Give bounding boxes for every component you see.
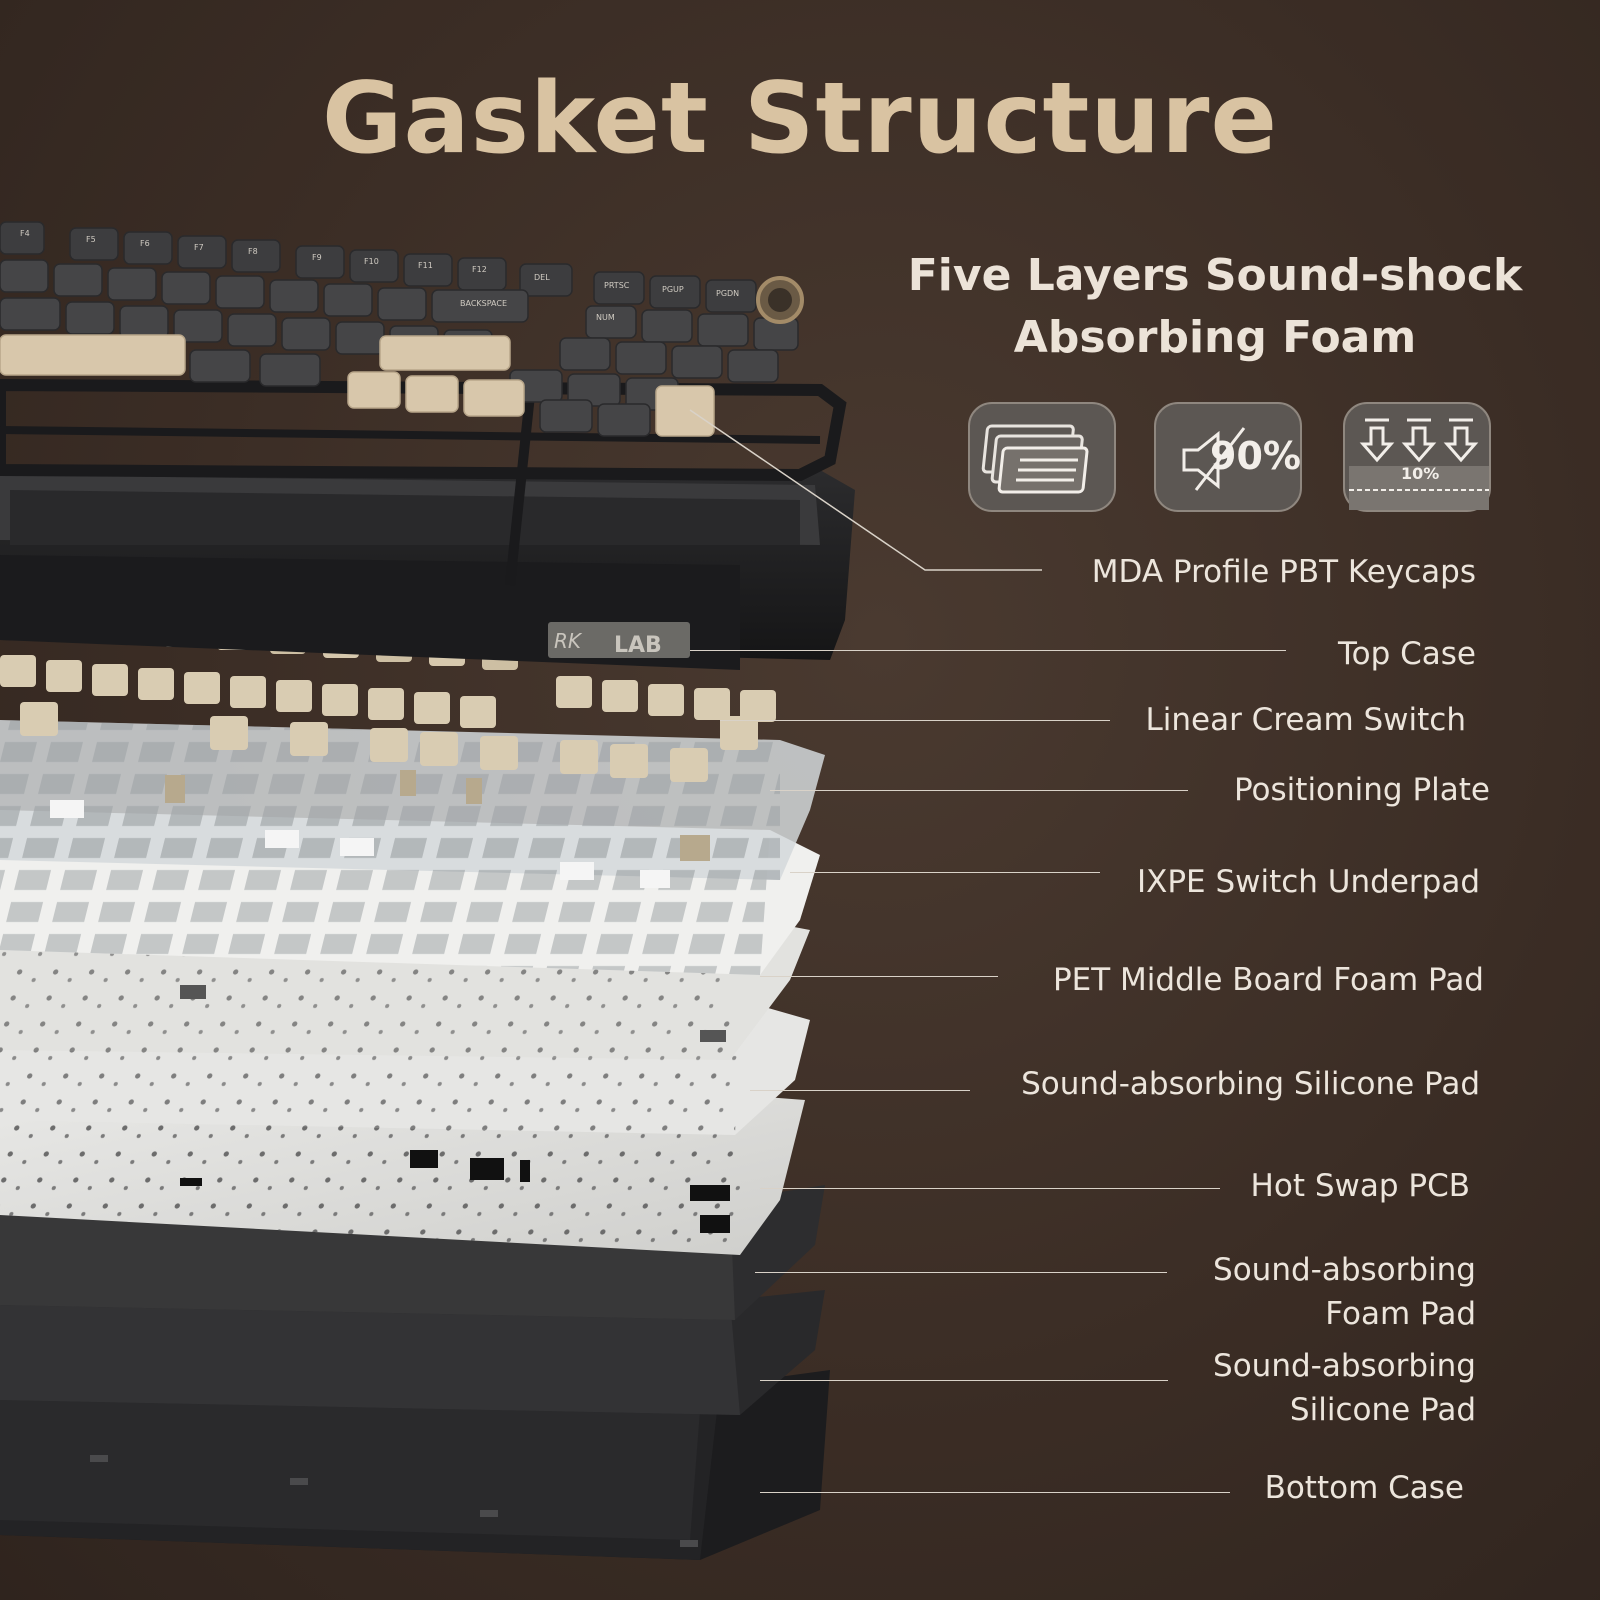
bottom-case-layer: [0, 1370, 830, 1560]
noise-reduction-badge: 90%: [1154, 402, 1302, 512]
label-ixpe-underpad: IXPE Switch Underpad: [1136, 864, 1480, 900]
layered-foam-icon: [981, 424, 1089, 494]
feature-badges: 90% 10%: [968, 402, 1493, 514]
rk-logo-text: RK: [554, 629, 583, 653]
key-f6: F6: [140, 239, 150, 248]
noise-reduction-value: 90%: [1210, 434, 1301, 478]
top-case-callout-line: [690, 650, 1286, 651]
top-frame-layer: [0, 378, 847, 586]
subtitle-line-1: Five Layers Sound-shock: [907, 250, 1523, 301]
label-silicone-pad-bottom: Sound-absorbing Silicone Pad: [1213, 1344, 1476, 1432]
label-bottom-case: Bottom Case: [1264, 1470, 1464, 1506]
key-pgdn: PGDN: [716, 289, 739, 298]
label-pcb: Hot Swap PCB: [1250, 1168, 1470, 1204]
lab-logo-text: LAB: [614, 633, 662, 658]
key-del: DEL: [534, 273, 550, 282]
label-switch: Linear Cream Switch: [1145, 702, 1466, 738]
subtitle-line-2: Absorbing Foam: [1013, 312, 1417, 363]
key-f8: F8: [248, 247, 258, 256]
switch-callout-line: [720, 720, 1110, 721]
label-foam-pad-line-2: Foam Pad: [1325, 1296, 1476, 1332]
pcb-callout-line: [760, 1188, 1220, 1189]
key-f7: F7: [194, 243, 204, 252]
pressure-arrows-icon: [1349, 418, 1489, 510]
label-silicone-pad-bottom-line-2: Silicone Pad: [1289, 1392, 1476, 1428]
subtitle: Five Layers Sound-shock Absorbing Foam: [870, 245, 1560, 369]
key-num: NUM: [596, 313, 615, 322]
bottom-case-callout-line: [760, 1492, 1230, 1493]
key-f4: F4: [20, 229, 30, 238]
underpad-callout-line: [790, 872, 1100, 873]
keycaps-layer: F4 F5 F6 F7 F8 F9 F10 F11 F12 DEL PRTSC …: [0, 221, 804, 437]
sound-muted-icon: [1182, 427, 1246, 491]
key-f9: F9: [312, 253, 322, 262]
label-silicone-pad-bottom-line-1: Sound-absorbing: [1213, 1348, 1476, 1384]
key-f12: F12: [472, 265, 487, 274]
label-foam-pad-line-1: Sound-absorbing: [1213, 1252, 1476, 1288]
label-pet-foam-pad: PET Middle Board Foam Pad: [1052, 962, 1484, 998]
pressure-value: 10%: [1401, 464, 1440, 483]
volume-knob-icon: [756, 276, 804, 324]
key-f5: F5: [86, 235, 96, 244]
silicone-pad-callout-line: [750, 1090, 970, 1091]
label-top-case: Top Case: [1337, 636, 1476, 672]
silicone-pad-bottom-layer: [0, 1290, 825, 1415]
key-pgup: PGUP: [662, 285, 684, 294]
key-backspace: BACKSPACE: [460, 299, 507, 308]
label-positioning-plate: Positioning Plate: [1233, 772, 1490, 808]
key-f10: F10: [364, 257, 379, 266]
silicone-pad-bottom-callout-line: [760, 1380, 1168, 1381]
plate-callout-line: [770, 790, 1188, 791]
label-keycaps: MDA Profile PBT Keycaps: [1091, 554, 1476, 590]
key-f11: F11: [418, 261, 433, 270]
pet-foam-callout-line: [760, 976, 998, 977]
label-foam-pad: Sound-absorbing Foam Pad: [1213, 1248, 1476, 1336]
label-silicone-pad: Sound-absorbing Silicone Pad: [1021, 1066, 1480, 1102]
pressure-badge: 10%: [1343, 402, 1491, 512]
foam-pad-callout-line: [755, 1272, 1167, 1273]
page-title: Gasket Structure: [322, 62, 1278, 176]
top-case-layer: RK LAB: [0, 465, 855, 670]
key-prtsc: PRTSC: [604, 281, 630, 290]
layered-foam-badge: [968, 402, 1116, 512]
